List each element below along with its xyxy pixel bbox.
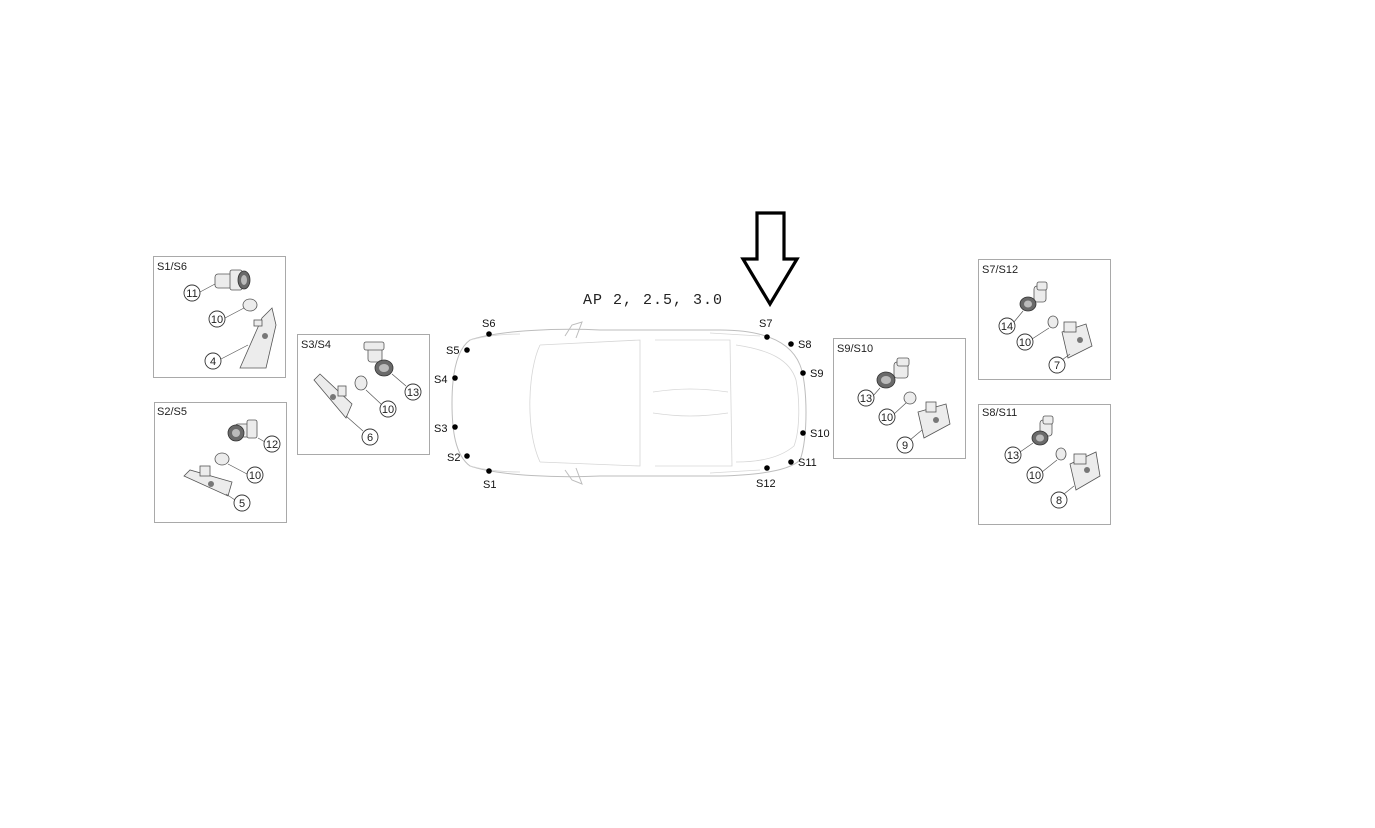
sensor-dot-s4: [452, 375, 458, 381]
sensor-label-s4: S4: [434, 374, 447, 386]
car-top-view-icon: [451, 321, 807, 485]
sensor-markers: S1 S2 S3 S4 S5 S6 S7 S8 S9 S10 S11 S12: [434, 318, 830, 491]
callout-number: 10: [1019, 337, 1031, 349]
callout-number: 11: [186, 288, 197, 300]
sensor-bracket-icon: [183, 465, 233, 497]
sensor-bracket-icon: [1061, 321, 1093, 359]
panel-title: S9/S10: [837, 343, 873, 355]
panel-s2-s5: S2/S5 12 10 5: [154, 402, 287, 523]
panel-s9-s10: S9/S10 13 10 9: [833, 338, 966, 459]
callout-number: 6: [367, 432, 373, 444]
callout-number: 13: [407, 387, 419, 399]
grommet-ring-icon: [354, 375, 368, 391]
parking-sensor-icon: [214, 269, 251, 291]
sensor-dot-s5: [464, 347, 470, 353]
sensor-label-s12: S12: [756, 478, 776, 490]
sensor-label-s9: S9: [810, 368, 823, 380]
callout-number: 12: [266, 439, 278, 451]
callout-number: 4: [210, 356, 216, 368]
sensor-label-s1: S1: [483, 479, 496, 491]
sensor-dot-s2: [464, 453, 470, 459]
parking-sensor-icon: [363, 341, 394, 377]
grommet-ring-icon: [1047, 315, 1059, 329]
callout-number: 10: [382, 404, 394, 416]
down-arrow-icon: [740, 211, 800, 308]
grommet-ring-icon: [903, 391, 917, 405]
callout-number: 9: [902, 440, 908, 452]
callout-number: 10: [249, 470, 261, 482]
callout-number: 10: [881, 412, 893, 424]
sensor-dot-s8: [788, 341, 794, 347]
callout-number: 10: [211, 314, 223, 326]
panel-s3-s4: S3/S4 13 10 6: [297, 334, 430, 455]
sensor-label-s11: S11: [798, 457, 817, 469]
sensor-dot-s12: [764, 465, 770, 471]
sensor-dot-s6: [486, 331, 492, 337]
grommet-ring-icon: [242, 298, 258, 312]
sensor-dot-s11: [788, 459, 794, 465]
diagram-title: AP 2, 2.5, 3.0: [583, 292, 723, 309]
parking-sensor-icon: [1031, 415, 1054, 446]
callout-number: 14: [1001, 321, 1013, 333]
panel-s7-s12: S7/S12 14 10 7: [978, 259, 1111, 380]
sensor-dot-s7: [764, 334, 770, 340]
sensor-dot-s9: [800, 370, 806, 376]
panel-title: S1/S6: [157, 261, 187, 273]
sensor-bracket-icon: [917, 401, 951, 439]
sensor-dot-s10: [800, 430, 806, 436]
panel-s1-s6: S1/S6 11 10 4: [153, 256, 286, 378]
sensor-bracket-icon: [239, 307, 277, 369]
panel-title: S7/S12: [982, 264, 1018, 276]
grommet-ring-icon: [214, 452, 230, 466]
panel-s8-s11: S8/S11 13 10 8: [978, 404, 1111, 525]
sensor-label-s10: S10: [810, 428, 830, 440]
callout-number: 13: [1007, 450, 1019, 462]
sensor-bracket-icon: [313, 373, 353, 419]
parking-sensor-icon: [876, 357, 910, 389]
sensor-label-s2: S2: [447, 452, 460, 464]
panel-title: S3/S4: [301, 339, 331, 351]
panel-title: S8/S11: [982, 407, 1017, 419]
callout-number: 13: [860, 393, 872, 405]
sensor-label-s8: S8: [798, 339, 811, 351]
callout-number: 8: [1056, 495, 1062, 507]
panel-title: S2/S5: [157, 406, 187, 418]
sensor-bracket-icon: [1069, 451, 1101, 491]
grommet-ring-icon: [1055, 447, 1067, 461]
sensor-label-s7: S7: [759, 318, 772, 330]
sensor-dot-s1: [486, 468, 492, 474]
sensor-label-s6: S6: [482, 318, 495, 330]
sensor-label-s5: S5: [446, 345, 459, 357]
callout-number: 5: [239, 498, 245, 510]
parking-sensor-icon: [1019, 281, 1048, 312]
sensor-dot-s3: [452, 424, 458, 430]
callout-number: 7: [1054, 360, 1060, 372]
callout-number: 10: [1029, 470, 1041, 482]
sensor-label-s3: S3: [434, 423, 447, 435]
parking-sensor-icon: [227, 419, 258, 442]
